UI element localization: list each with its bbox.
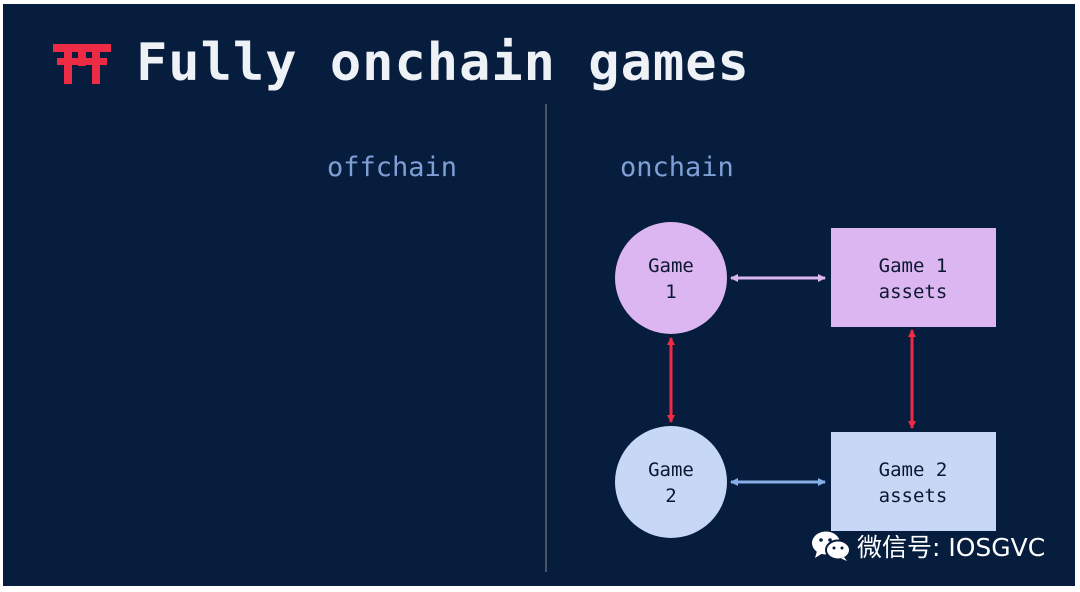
game1-label-line2: 1 [665,281,676,303]
offchain-label: offchain [327,152,458,183]
game2-assets-label-line2: assets [879,485,948,507]
game1-assets-label-line1: Game 1 [879,255,948,277]
wechat-icon [812,531,851,561]
game1-assets-node: Game 1 assets [831,228,996,327]
onchain-label: onchain [620,152,734,183]
game2-assets-node: Game 2 assets [831,432,996,531]
slide-title: Fully onchain games [136,33,750,93]
onchain-diagram: Game 1 Game 1 assets Game 2 Game 2 asset… [615,222,996,538]
watermark-text: 微信号: IOSGVC [857,533,1046,562]
game2-label-line1: Game [648,459,694,481]
slide: Fully onchain games offchain onchain Gam… [3,4,1075,586]
game2-node: Game 2 [615,426,727,538]
torii-gate-icon [53,44,111,84]
game1-assets-label-line2: assets [879,281,948,303]
watermark: 微信号: IOSGVC [811,528,1045,564]
game1-label-line1: Game [648,255,694,277]
game1-node: Game 1 [615,222,727,334]
game2-assets-label-line1: Game 2 [879,459,948,481]
section-divider [545,104,547,572]
game2-label-line2: 2 [665,485,676,507]
